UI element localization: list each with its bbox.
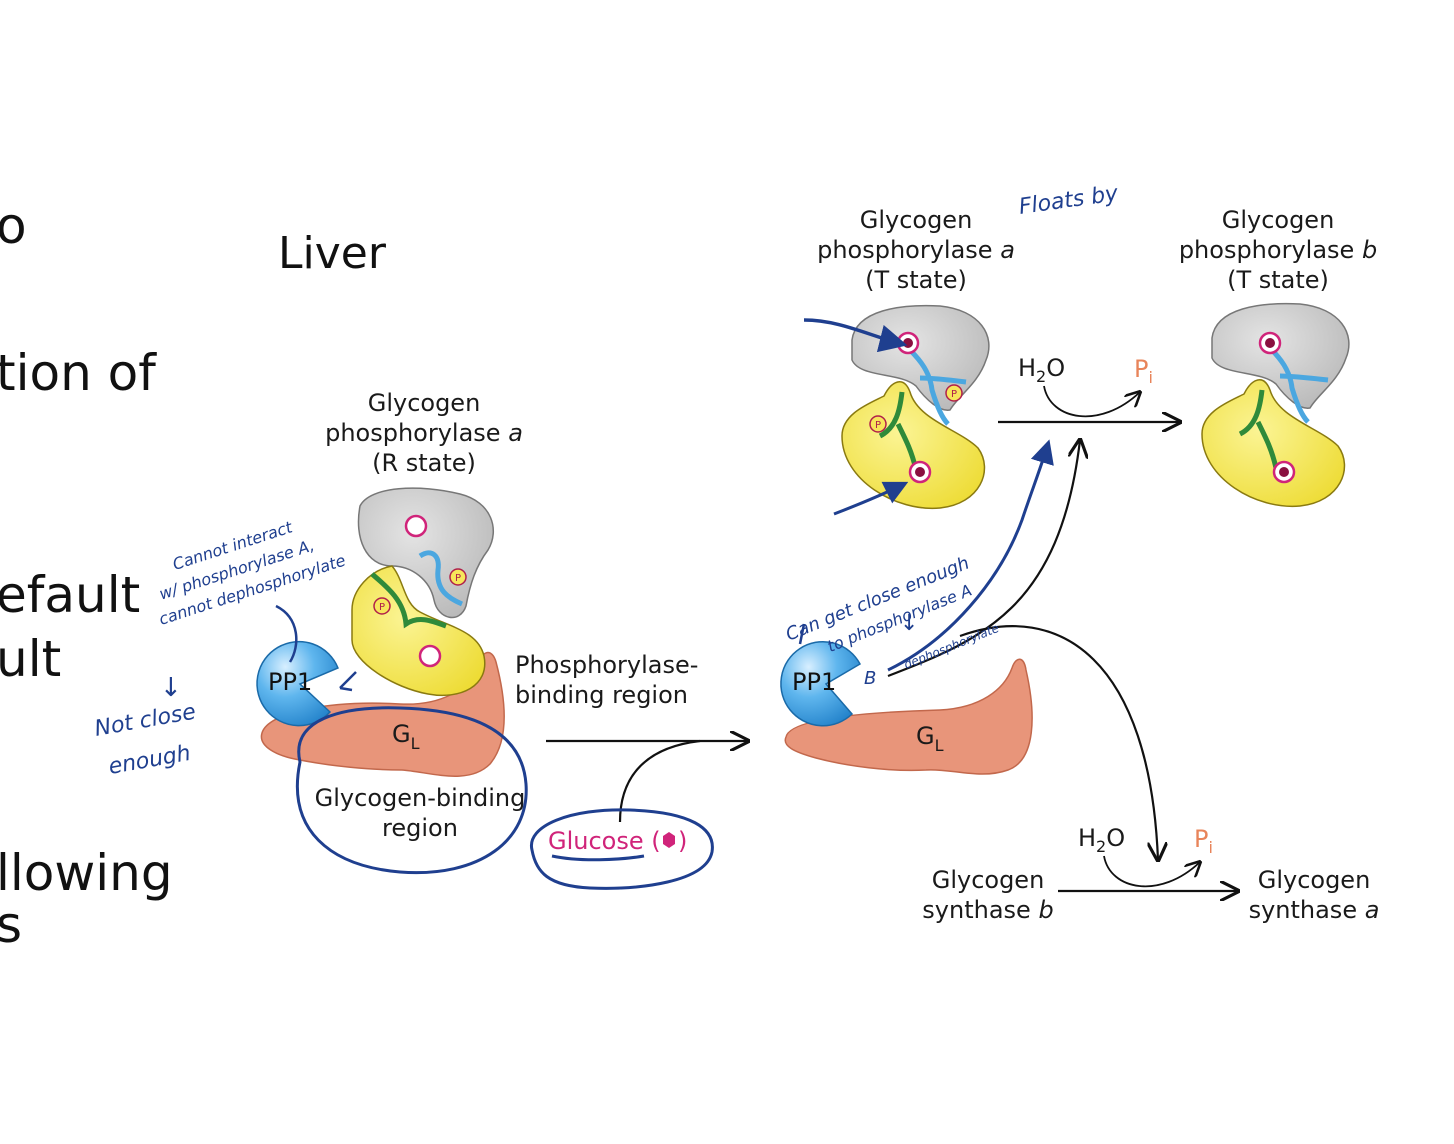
blue-chain-right-2 — [1279, 373, 1329, 383]
slide-fragment-2: tion of — [0, 344, 157, 402]
h2o-pi-curve-top — [1043, 385, 1140, 418]
left-enzyme-line3: (R state) — [372, 449, 476, 477]
phospho-badge-mid-2 — [869, 415, 887, 433]
gl-right-label: GL — [916, 722, 944, 755]
slide-fragment-1: o — [0, 197, 27, 255]
liver-label: Liver — [278, 228, 387, 279]
synthase-b-line1: Glycogen — [932, 866, 1045, 894]
annotation-right-note-4: B — [864, 668, 876, 689]
slide-fragment-6: s — [0, 896, 22, 954]
empty-site-left-top — [404, 514, 428, 538]
annotation-right-tick — [798, 623, 806, 645]
pp1-left — [256, 640, 339, 727]
annotation-circle-glycogen-binding — [295, 706, 528, 875]
phospho-badge-left-2-label: P — [379, 602, 385, 613]
blue-chain-mid-2 — [919, 375, 967, 385]
empty-site-left-bottom — [418, 644, 442, 668]
left-enzyme-line2: phosphorylase a — [325, 419, 523, 447]
bound-glucose-mid-bottom — [915, 467, 925, 477]
annotation-arrow-bottom-site — [833, 481, 909, 516]
slide-fragment-5: llowing — [0, 844, 173, 902]
phospho-badge-mid-1 — [945, 384, 963, 402]
annotation-left-pointer — [275, 604, 298, 663]
phospho-badge-mid-2-label: P — [875, 420, 881, 431]
synthase-a-line2: synthase a — [1249, 896, 1380, 924]
annotation-top-note: Floats by — [1017, 181, 1120, 220]
glyc-binding-line1: Glycogen-binding — [315, 784, 526, 812]
gl-left-shape — [260, 651, 505, 777]
annotation-left-down-arrow: ↓ — [160, 673, 182, 703]
phospho-badge-left-1-label: P — [455, 573, 461, 584]
phospho-badge-mid-1-label: P — [951, 389, 957, 400]
h2o-pi-curve-bottom — [1103, 855, 1200, 888]
left-enzyme-line1: Glycogen — [368, 389, 481, 417]
annotation-circle-glucose — [530, 808, 714, 890]
top-right-enzyme-label: Glycogen phosphorylase b (T state) — [1179, 206, 1377, 294]
green-chain-mid — [878, 391, 905, 439]
phos-binding-line1: Phosphorylase- — [515, 651, 698, 679]
synthase-b-line2: synthase b — [922, 896, 1053, 924]
glucose-label: Glucose ( — [548, 827, 661, 855]
green-chain-right-2 — [1255, 420, 1279, 469]
top-right-line3: (T state) — [1227, 266, 1329, 294]
yellow-subunit-right — [1201, 379, 1346, 508]
pp1-left-label: PP1 — [268, 668, 312, 696]
gl-right-shape — [784, 658, 1033, 775]
slide-text: o tion of efault ult llowing s — [0, 197, 173, 954]
synthase-a-label: Glycogen synthase a — [1249, 866, 1380, 924]
synthase-a-line1: Glycogen — [1258, 866, 1371, 894]
glycogen-binding-label: Glycogen-binding region — [315, 784, 526, 842]
left-enzyme-label: Glycogen phosphorylase a (R state) — [325, 389, 523, 477]
annotation-underline-glucose — [551, 854, 645, 862]
annotation-left-double-arrow — [339, 671, 357, 692]
blue-chain-right — [1268, 346, 1310, 424]
top-mid-line1: Glycogen — [860, 206, 973, 234]
glucose-paren-close: ) — [678, 827, 687, 855]
top-right-line1: Glycogen — [1222, 206, 1335, 234]
top-right-line2: phosphorylase b — [1179, 236, 1377, 264]
pi-top-label: Pi — [1134, 355, 1153, 387]
bound-glucose-right-top — [1265, 338, 1275, 348]
green-chain-left — [370, 572, 447, 629]
top-mid-line2: phosphorylase a — [817, 236, 1015, 264]
pp1-right-label: PP1 — [792, 668, 836, 696]
top-mid-line3: (T state) — [865, 266, 967, 294]
bound-glucose-mid-top — [903, 338, 913, 348]
gl-left-label: GL — [392, 720, 420, 753]
blue-chain-left — [418, 550, 464, 607]
annotation-not-close-1: Not close — [93, 700, 198, 742]
synthase-b-label: Glycogen synthase b — [922, 866, 1053, 924]
slide-fragment-3: efault — [0, 566, 140, 624]
pp1-right — [780, 641, 862, 727]
annotation-arrow-top-site — [803, 318, 908, 353]
phos-binding-line2: binding region — [515, 681, 688, 709]
top-mid-enzyme-label: Glycogen phosphorylase a (T state) — [817, 206, 1015, 294]
glyc-binding-line2: region — [382, 814, 458, 842]
glucose-hexagon-icon — [663, 832, 675, 848]
bound-glucose-right-bottom — [1279, 467, 1289, 477]
blue-chain-mid — [908, 348, 950, 426]
pp1-to-phosphorylase-arrow — [887, 440, 1080, 678]
pp1-to-synthase-arrow — [959, 625, 1158, 860]
phospho-badge-left-1 — [449, 568, 467, 586]
h2o-bottom-label: H2O — [1078, 824, 1125, 856]
pi-bottom-label: Pi — [1194, 825, 1213, 857]
annotation-right-down-arrow: ↓ — [900, 611, 918, 636]
slide-fragment-4: ult — [0, 630, 61, 688]
green-chain-right — [1238, 389, 1265, 437]
yellow-subunit-mid — [841, 381, 986, 510]
phospho-badge-left-2 — [373, 597, 391, 615]
annotation-left-note: Cannot interact w/ phosphorylase A, cann… — [157, 517, 348, 629]
annotation-right-arrow-up — [887, 439, 1054, 672]
annotation-not-close-2: enough — [107, 741, 193, 780]
phosphorylase-binding-label: Phosphorylase- binding region — [515, 651, 698, 709]
h2o-top-label: H2O — [1018, 354, 1065, 386]
